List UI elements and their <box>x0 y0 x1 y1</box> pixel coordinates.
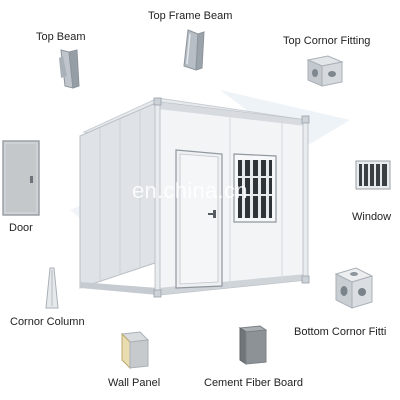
bottom-corner-fitting-image <box>334 267 374 309</box>
top-beam-image <box>59 49 80 89</box>
watermark-text: en.china.cn <box>132 178 248 203</box>
label-window: Window <box>352 211 392 223</box>
cement-fiber-board-image <box>238 325 268 365</box>
label-top-frame-beam: Top Frame Beam <box>148 10 233 22</box>
label-wall-panel: Wall Panel <box>108 377 161 389</box>
door-image <box>2 140 40 216</box>
corner-column-image <box>45 267 59 309</box>
label-top-corner-fitting: Top Cornor Fitting <box>283 35 371 47</box>
label-corner-column: Cornor Column <box>10 316 85 328</box>
label-cement-fiber-board: Cement Fiber Board <box>204 377 304 389</box>
label-top-beam: Top Beam <box>36 31 86 43</box>
container-house-image <box>70 90 350 298</box>
window-image <box>355 160 391 190</box>
top-frame-beam-image <box>183 29 205 71</box>
label-bottom-corner-fitting: Bottom Cornor Fitti <box>294 326 387 338</box>
top-corner-fitting-image <box>306 55 344 87</box>
wall-panel-image <box>120 331 150 370</box>
label-door: Door <box>9 222 33 234</box>
